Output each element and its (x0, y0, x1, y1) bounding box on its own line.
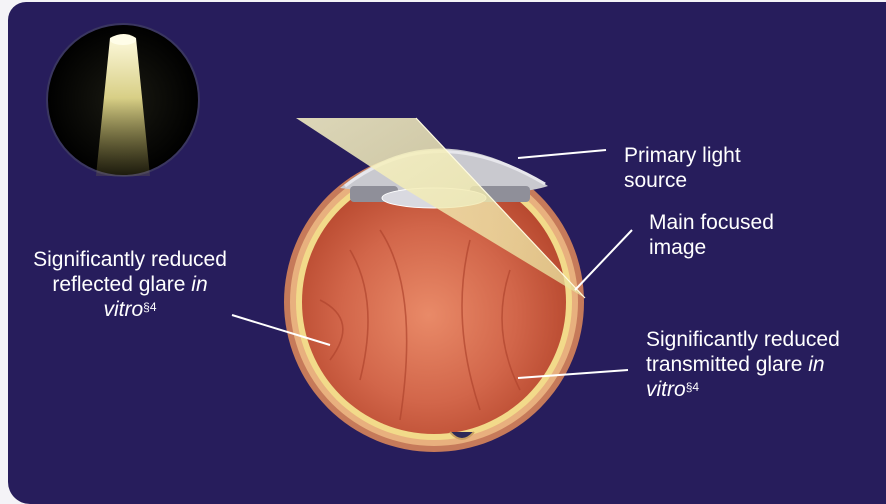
label-reflected-glare: Significantly reduced reflected glare in… (28, 247, 232, 322)
label-primary-light-source: Primary light source (624, 143, 794, 193)
light-cone-icon (47, 24, 199, 176)
label-main-focused-image: Main focused image (649, 210, 819, 260)
eye-cross-section-icon (284, 118, 585, 452)
label-transmitted-glare: Significantly reduced transmitted glare … (646, 327, 866, 402)
